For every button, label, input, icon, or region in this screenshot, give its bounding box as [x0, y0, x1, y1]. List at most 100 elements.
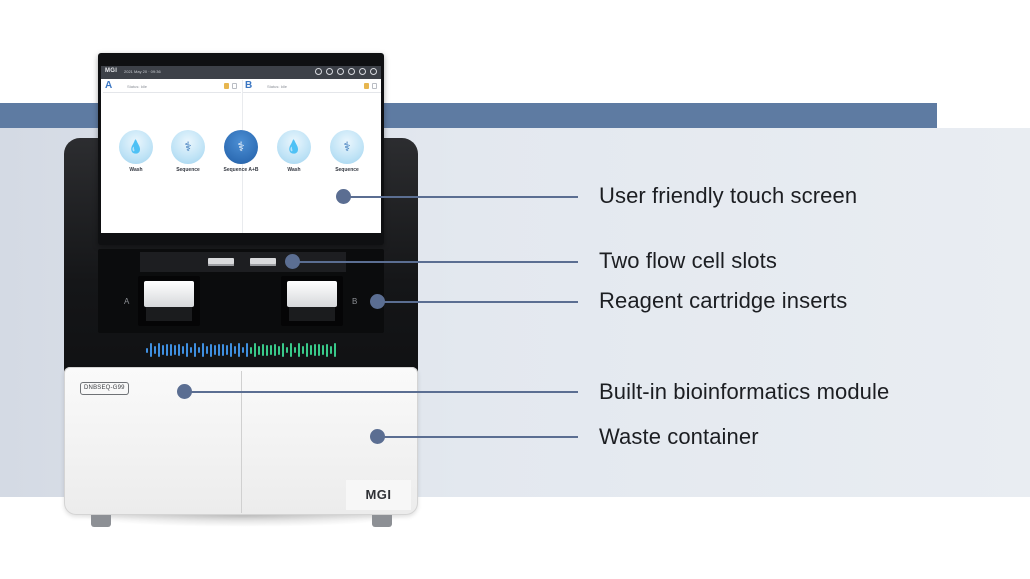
- led-bar: [238, 343, 240, 357]
- led-bar: [178, 343, 180, 357]
- reagent-icon[interactable]: [224, 83, 229, 89]
- cartridge-base: [289, 307, 335, 321]
- app-label: Wash: [287, 167, 301, 173]
- menu-icon[interactable]: [370, 68, 377, 75]
- bay-a-meta: Status: Idle: [127, 84, 148, 89]
- led-bar: [334, 343, 336, 357]
- touch-screen[interactable]: MGI 2021 May 20 · 09:36 A Status: Idle B…: [101, 66, 381, 233]
- log-icon[interactable]: [232, 83, 237, 89]
- callout-dot-cartridge: [370, 294, 385, 309]
- status-icons: [315, 68, 377, 75]
- led-bar: [306, 343, 308, 357]
- status-light-strip: [146, 342, 340, 358]
- callout-dot-screen: [336, 189, 351, 204]
- led-bar: [174, 344, 176, 356]
- droplet-icon: 💧: [285, 139, 303, 154]
- dna-icon: ⚕: [343, 139, 351, 154]
- led-bar: [214, 344, 216, 356]
- shield-icon[interactable]: [337, 68, 344, 75]
- bay-b-letter: B: [245, 80, 253, 91]
- led-bar: [254, 343, 256, 357]
- led-bar: [302, 346, 304, 354]
- led-bar: [278, 345, 280, 355]
- callout-label-waste: Waste container: [599, 424, 759, 449]
- callout-label-bioinformatics: Built-in bioinformatics module: [599, 379, 890, 404]
- led-bar: [294, 347, 296, 353]
- sequence-b-button[interactable]: ⚕: [330, 130, 364, 164]
- device-foot-right: [372, 515, 392, 527]
- reagent-cartridge-b[interactable]: [281, 276, 343, 326]
- led-bar: [330, 346, 332, 354]
- user-icon[interactable]: [359, 68, 366, 75]
- reagent-icon[interactable]: [364, 83, 369, 89]
- mgi-logo: MGI: [346, 480, 411, 510]
- callout-label-cartridge: Reagent cartridge inserts: [599, 288, 848, 313]
- wash-b-button[interactable]: 💧: [277, 130, 311, 164]
- led-bar: [246, 343, 248, 357]
- led-bar: [234, 346, 236, 354]
- cartridge-insert: [144, 281, 194, 307]
- cartridge-base: [146, 307, 192, 321]
- led-bar: [146, 347, 148, 353]
- led-bar: [290, 343, 292, 357]
- cartridge-insert: [287, 281, 337, 307]
- bay-label-a: A: [124, 297, 130, 306]
- led-bar: [298, 343, 300, 357]
- sequence-a-button[interactable]: ⚕: [171, 130, 205, 164]
- led-bar: [250, 346, 252, 354]
- led-bar: [162, 345, 164, 355]
- led-bar: [158, 343, 160, 357]
- led-bar: [270, 344, 272, 356]
- screen-datetime: 2021 May 20 · 09:36: [124, 69, 161, 74]
- bay-a-icons: [224, 83, 237, 89]
- callout-dot-waste: [370, 429, 385, 444]
- led-bar: [262, 343, 264, 357]
- reagent-cartridge-a[interactable]: [138, 276, 200, 326]
- sequence-ab-button[interactable]: ⚕: [224, 130, 258, 164]
- callout-line-bioinformatics: [185, 391, 578, 393]
- led-bar: [190, 346, 192, 354]
- alert-icon[interactable]: [348, 68, 355, 75]
- led-bar: [230, 343, 232, 357]
- led-bar: [218, 344, 220, 356]
- led-bar: [310, 345, 312, 355]
- droplet-icon: 💧: [127, 139, 145, 154]
- wifi-icon[interactable]: [315, 68, 322, 75]
- bay-b-icons: [364, 83, 377, 89]
- model-badge: DNBSEQ-G99: [80, 382, 129, 395]
- led-bar: [322, 344, 324, 355]
- flow-cell-slot-a[interactable]: [208, 258, 234, 266]
- led-bar: [170, 344, 172, 356]
- led-bar: [226, 345, 228, 355]
- led-bar: [206, 345, 208, 355]
- dna-icon: ⚕: [184, 139, 192, 154]
- app-label: Sequence: [335, 167, 359, 173]
- callout-line-cartridge: [378, 301, 578, 303]
- led-bar: [222, 344, 224, 356]
- log-icon[interactable]: [372, 83, 377, 89]
- led-bar: [242, 347, 244, 353]
- bay-a-header: A Status: Idle: [103, 80, 241, 93]
- led-bar: [326, 343, 328, 357]
- led-bar: [186, 343, 188, 357]
- cabinet-door-split: [241, 371, 242, 513]
- led-bar: [274, 343, 276, 357]
- callout-label-slots: Two flow cell slots: [599, 248, 777, 273]
- led-bar: [286, 346, 288, 354]
- led-bar: [266, 344, 268, 356]
- bay-b-header: B Status: Idle: [243, 80, 381, 93]
- edit-icon[interactable]: [326, 68, 333, 75]
- bay-label-b: B: [352, 297, 358, 306]
- led-bar: [194, 343, 196, 357]
- app-label: Sequence A+B: [223, 167, 259, 173]
- dna-icon: ⚕: [237, 139, 245, 154]
- led-bar: [282, 343, 284, 357]
- led-bar: [210, 343, 212, 357]
- callout-dot-slots: [285, 254, 300, 269]
- led-bar: [314, 344, 316, 356]
- flow-cell-slot-b[interactable]: [250, 258, 276, 266]
- led-bar: [318, 344, 320, 356]
- wash-a-button[interactable]: 💧: [119, 130, 153, 164]
- callout-line-slots: [293, 261, 578, 263]
- app-label: Sequence: [176, 167, 200, 173]
